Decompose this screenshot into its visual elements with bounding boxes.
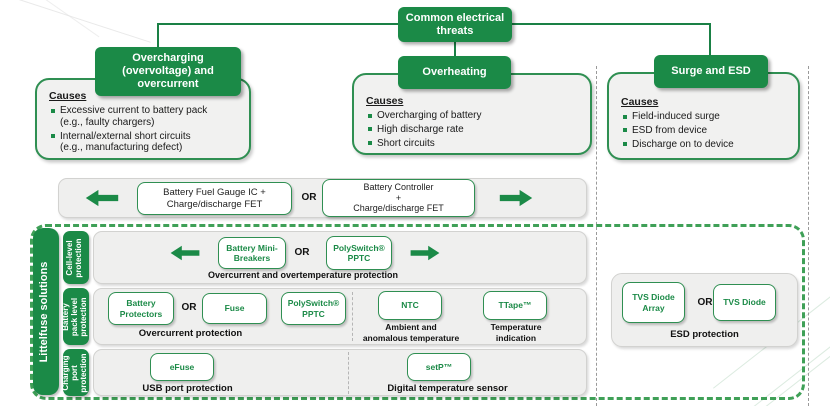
threat-node-overheating: Overheating bbox=[398, 56, 511, 89]
tab-label: Charging port protection bbox=[61, 352, 89, 393]
component-battery-mini-breakers: Battery Mini- Breakers bbox=[218, 237, 286, 269]
decoration-line bbox=[0, 0, 100, 38]
component-ntc: NTC bbox=[378, 291, 442, 320]
littelfuse-solutions-container bbox=[30, 224, 805, 400]
cause-item: Field-induced surge bbox=[621, 111, 788, 123]
causes-list: Excessive current to battery pack (e.g.,… bbox=[49, 105, 239, 154]
flow-arrow-left-icon bbox=[170, 245, 200, 261]
component-efuse: eFuse bbox=[150, 353, 214, 381]
caption-digital-temperature-sensor: Digital temperature sensor bbox=[387, 383, 508, 394]
connector-line bbox=[454, 38, 456, 57]
cause-item: Internal/external short circuits (e.g., … bbox=[49, 131, 239, 155]
flow-arrow-right-icon bbox=[410, 245, 440, 261]
component-battery-protectors: Battery Protectors bbox=[108, 292, 174, 325]
row-divider-dashed bbox=[352, 292, 353, 341]
littelfuse-solutions-sidebar: Littelfuse solutions bbox=[33, 228, 59, 395]
connector-line bbox=[157, 23, 159, 49]
caption-esd-protection: ESD protection bbox=[670, 329, 739, 340]
tab-label: Cell-level protection bbox=[65, 237, 84, 278]
connector-line bbox=[158, 23, 398, 25]
cause-item: Discharge on to device bbox=[621, 139, 788, 151]
causes-title: Causes bbox=[366, 95, 404, 107]
causes-box-overcharging: Causes Excessive current to battery pack… bbox=[35, 78, 251, 160]
causes-title: Causes bbox=[49, 90, 87, 102]
cause-item: High discharge rate bbox=[366, 124, 580, 136]
tab-label: Battery pack level protection bbox=[61, 296, 89, 337]
cause-item: Overcharging of battery bbox=[366, 110, 580, 122]
sidebar-label: Littelfuse solutions bbox=[38, 261, 50, 362]
threat-node-overcharging: Overcharging (overvoltage) and overcurre… bbox=[95, 47, 241, 96]
connector-line bbox=[512, 23, 710, 25]
or-label: OR bbox=[301, 192, 317, 203]
root-node-common-threats: Common electrical threats bbox=[398, 7, 512, 42]
flow-arrow-right-icon bbox=[499, 189, 533, 207]
option-battery-controller-box: Battery Controller + Charge/discharge FE… bbox=[322, 179, 475, 217]
component-fuse: Fuse bbox=[202, 293, 267, 324]
row-divider-dashed bbox=[348, 352, 349, 394]
component-polyswitch-pptc-pack: PolySwitch® PPTC bbox=[281, 292, 346, 325]
component-polyswitch-pptc: PolySwitch® PPTC bbox=[326, 236, 392, 270]
component-tvs-diode: TVS Diode bbox=[713, 284, 776, 321]
threat-node-surge-esd: Surge and ESD bbox=[654, 55, 768, 88]
caption-ambient-anomalous-temperature: Ambient and anomalous temperature bbox=[362, 322, 460, 343]
causes-list: Overcharging of battery High discharge r… bbox=[366, 110, 580, 149]
connector-line bbox=[709, 23, 711, 56]
component-setp: setP™ bbox=[407, 353, 471, 381]
caption-temperature-indication: Temperature indication bbox=[490, 322, 542, 343]
flow-arrow-left-icon bbox=[85, 189, 119, 207]
causes-title: Causes bbox=[621, 96, 659, 108]
option-fuel-gauge-box: Battery Fuel Gauge IC + Charge/discharge… bbox=[137, 182, 292, 215]
causes-list: Field-induced surge ESD from device Disc… bbox=[621, 111, 788, 150]
column-dashed-line-right bbox=[808, 66, 809, 406]
component-ttape: TTape™ bbox=[483, 291, 547, 320]
or-label: OR bbox=[294, 247, 310, 258]
caption-overcurrent-overtemperature: Overcurrent and overtemperature protecti… bbox=[207, 270, 399, 280]
cause-item: Short circuits bbox=[366, 138, 580, 150]
tab-cell-level-protection: Cell-level protection bbox=[63, 231, 89, 284]
cause-item: ESD from device bbox=[621, 125, 788, 137]
caption-overcurrent-protection: Overcurrent protection bbox=[138, 328, 243, 339]
cause-item: Excessive current to battery pack (e.g.,… bbox=[49, 105, 239, 129]
or-label: OR bbox=[697, 297, 713, 308]
component-tvs-diode-array: TVS Diode Array bbox=[622, 282, 685, 323]
tab-charging-port-protection: Charging port protection bbox=[61, 349, 89, 396]
tab-battery-pack-level-protection: Battery pack level protection bbox=[61, 288, 89, 345]
or-label: OR bbox=[181, 302, 197, 313]
column-dashed-line-left bbox=[596, 66, 597, 406]
caption-usb-port-protection: USB port protection bbox=[142, 383, 233, 394]
